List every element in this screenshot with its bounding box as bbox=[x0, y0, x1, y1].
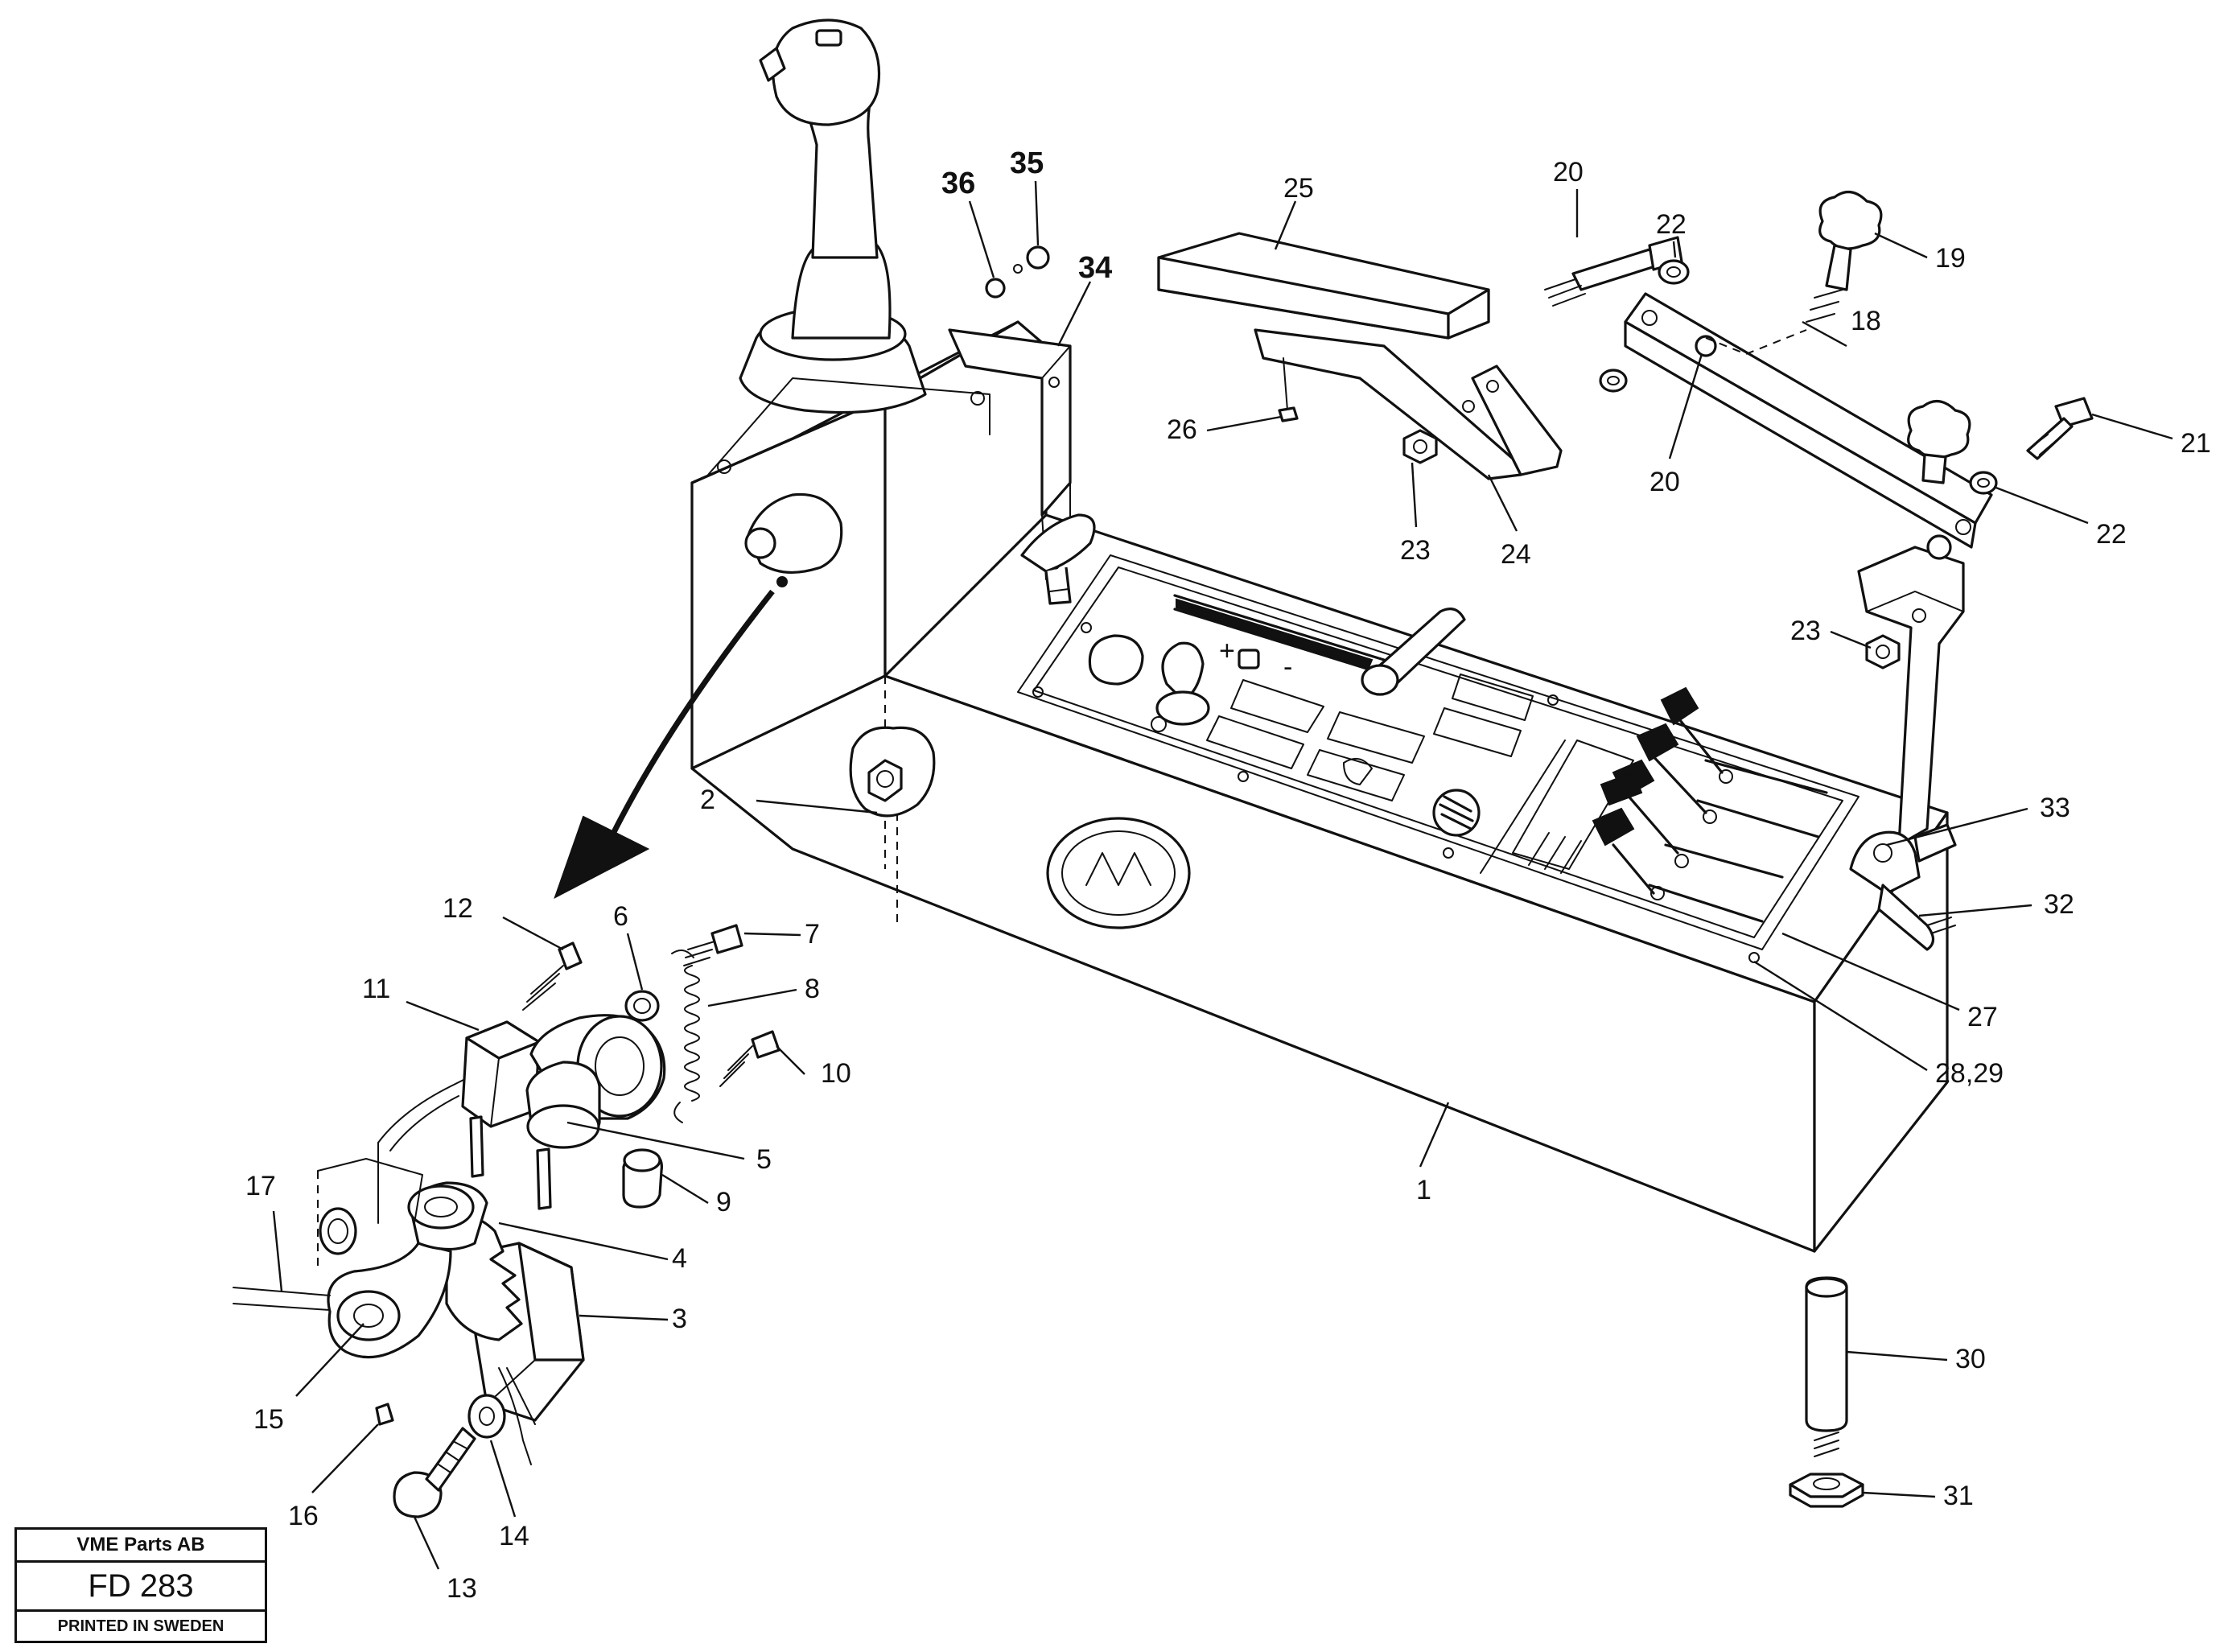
spacer-and-nut bbox=[1789, 1276, 1864, 1508]
armrest bbox=[1157, 232, 1683, 480]
callout-5: 5 bbox=[756, 1144, 772, 1175]
callout-27: 27 bbox=[1967, 1002, 1998, 1032]
wing-screw bbox=[1020, 513, 1096, 605]
callout-34: 34 bbox=[1078, 251, 1112, 285]
callout-17: 17 bbox=[245, 1171, 276, 1201]
company-name: VME Parts AB bbox=[17, 1530, 265, 1563]
callout-12: 12 bbox=[443, 893, 473, 924]
callout-35: 35 bbox=[1010, 146, 1044, 180]
callout-2: 2 bbox=[700, 785, 715, 815]
adjuster-bracket bbox=[1599, 191, 2094, 847]
console-housing bbox=[690, 320, 1949, 1253]
callout-14: 14 bbox=[499, 1521, 529, 1551]
callout-7: 7 bbox=[805, 919, 820, 950]
callout-21: 21 bbox=[2181, 428, 2211, 459]
printed-note: PRINTED IN SWEDEN bbox=[57, 1617, 224, 1635]
callout-33: 33 bbox=[2040, 793, 2070, 823]
leader-lines bbox=[272, 180, 2173, 1570]
callout-22-top: 22 bbox=[1656, 209, 1687, 240]
callout-26: 26 bbox=[1167, 414, 1197, 445]
callout-25: 25 bbox=[1283, 173, 1314, 204]
callout-8: 8 bbox=[805, 974, 820, 1004]
callout-4: 4 bbox=[672, 1243, 687, 1274]
gear-lever bbox=[707, 19, 991, 587]
callout-30: 30 bbox=[1955, 1344, 1986, 1374]
callout-31: 31 bbox=[1943, 1481, 1974, 1511]
callout-20-top: 20 bbox=[1553, 157, 1584, 187]
callout-13: 13 bbox=[447, 1573, 477, 1604]
lock-lever bbox=[1849, 823, 1957, 951]
callout-23-bracket: 23 bbox=[1790, 616, 1821, 646]
callout-15: 15 bbox=[253, 1404, 284, 1435]
callout-1: 1 bbox=[1416, 1175, 1431, 1205]
callout-16: 16 bbox=[288, 1501, 319, 1531]
switch-assembly bbox=[233, 924, 780, 1518]
detail-arrow bbox=[554, 589, 775, 900]
callout-20-bracket: 20 bbox=[1649, 467, 1680, 497]
callout-32: 32 bbox=[2044, 889, 2074, 920]
callout-24: 24 bbox=[1501, 539, 1531, 570]
callout-3: 3 bbox=[672, 1304, 687, 1334]
callout-labels: 1 2 3 4 5 6 7 8 9 10 11 12 13 14 15 16 1… bbox=[245, 146, 2211, 1604]
panel-minus-mark: - bbox=[1283, 652, 1292, 682]
drawing-code: FD 283 bbox=[17, 1563, 265, 1612]
callout-6: 6 bbox=[613, 901, 628, 932]
panel-controls bbox=[1032, 594, 1559, 859]
callout-22-right: 22 bbox=[2096, 519, 2127, 550]
callout-19: 19 bbox=[1935, 243, 1966, 274]
callout-23-armrest: 23 bbox=[1400, 535, 1431, 566]
title-block: VME Parts AB FD 283 PRINTED IN SWEDEN bbox=[14, 1527, 267, 1643]
callout-9: 9 bbox=[716, 1187, 731, 1217]
callout-10: 10 bbox=[821, 1058, 851, 1089]
callout-11: 11 bbox=[362, 974, 390, 1004]
callout-36: 36 bbox=[941, 167, 975, 200]
bolt-36-35 bbox=[985, 245, 1050, 299]
callout-28-29: 28,29 bbox=[1935, 1058, 2004, 1089]
hydraulic-levers bbox=[1512, 686, 1828, 963]
callout-18: 18 bbox=[1851, 306, 1881, 336]
panel-plus-mark: + bbox=[1219, 636, 1235, 666]
